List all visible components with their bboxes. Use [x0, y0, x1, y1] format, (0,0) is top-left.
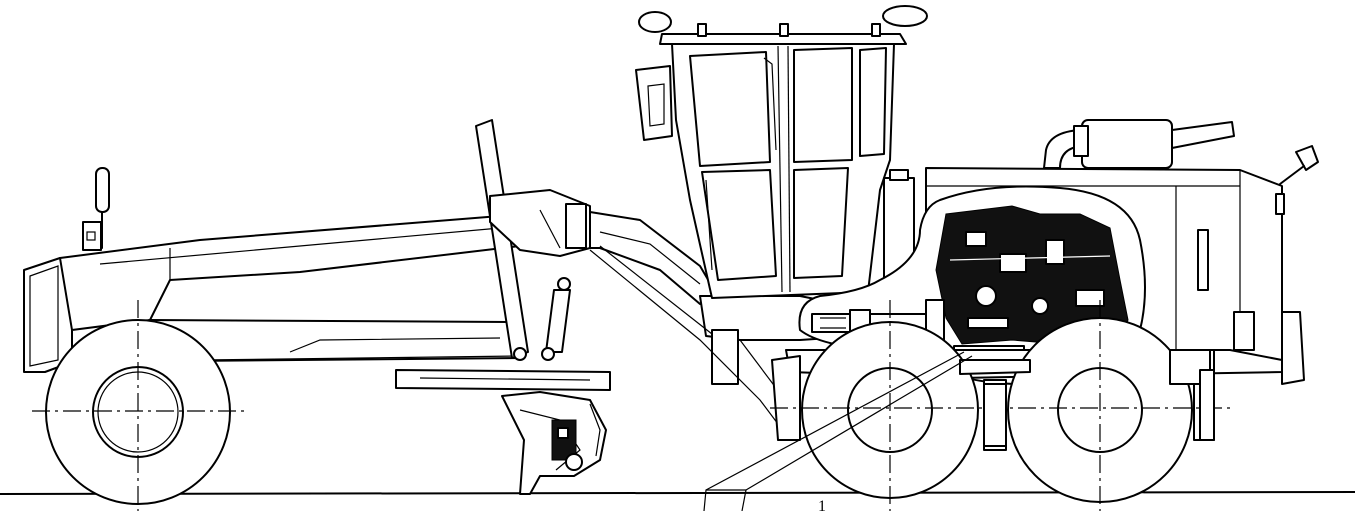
rear-wheel-middle [801, 300, 979, 511]
blade-lift-assembly [395, 119, 611, 495]
rear-wheel-back [1007, 300, 1193, 511]
callout-leader [703, 351, 973, 511]
ground-line [0, 491, 1355, 495]
front-wheel [32, 300, 244, 511]
operator-cab [635, 5, 928, 299]
callout-number: 1 [818, 498, 826, 511]
